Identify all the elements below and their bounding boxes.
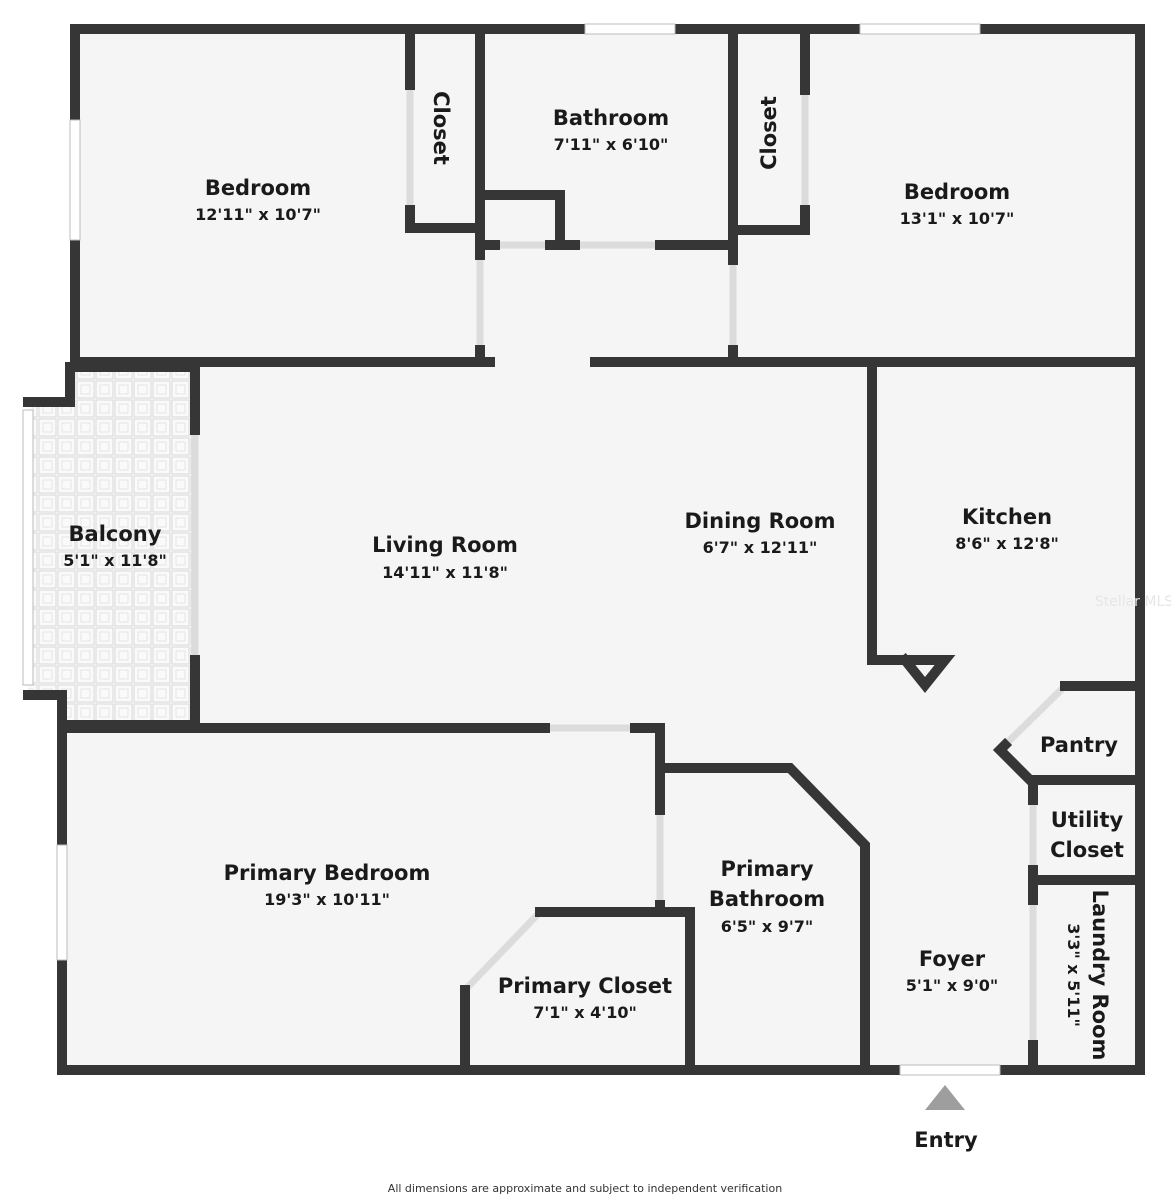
utility-closet-label-1: Utility [1051,808,1124,832]
primary-closet-label: Primary Closet [498,974,672,998]
utility-closet-label-2: Closet [1050,838,1124,862]
walls [23,24,1145,1075]
bedroom-2-dim: 13'1" x 10'7" [900,209,1015,228]
laundry-room-label: Laundry Room [1088,890,1112,1061]
balcony-tile-floor [28,367,195,725]
kitchen-dim: 8'6" x 12'8" [955,534,1059,553]
bedroom-1-dim: 12'11" x 10'7" [195,205,321,224]
primary-bathroom-dim: 6'5" x 9'7" [721,917,813,936]
entry-label: Entry [914,1128,978,1152]
foyer-label: Foyer [919,947,986,971]
bedroom-2-label: Bedroom [904,180,1010,204]
disclaimer: All dimensions are approximate and subje… [388,1182,782,1195]
closet-1-label: Closet [429,91,453,165]
bathroom-label: Bathroom [553,106,669,130]
laundry-room-dim: 3'3" x 5'11" [1064,923,1083,1027]
bathroom-dim: 7'11" x 6'10" [554,135,669,154]
living-room-label: Living Room [372,533,518,557]
watermark: Stellar MLS [1095,594,1171,610]
dining-room-dim: 6'7" x 12'11" [703,538,818,557]
windows [22,23,1001,1076]
primary-bathroom-label-1: Primary [720,857,813,881]
primary-bedroom-dim: 19'3" x 10'11" [264,890,390,909]
balcony-label: Balcony [69,522,162,546]
primary-closet-dim: 7'1" x 4'10" [533,1003,637,1022]
dining-room-label: Dining Room [685,509,836,533]
primary-bedroom-label: Primary Bedroom [224,861,431,885]
pantry-label: Pantry [1040,733,1118,757]
foyer-dim: 5'1" x 9'0" [906,976,998,995]
bedroom-1-label: Bedroom [205,176,311,200]
entry-arrow-icon [925,1085,965,1110]
primary-bathroom-label-2: Bathroom [709,887,825,911]
kitchen-label: Kitchen [962,505,1052,529]
balcony-dim: 5'1" x 11'8" [63,551,167,570]
floor-area [28,29,1140,1070]
living-room-dim: 14'11" x 11'8" [382,563,508,582]
closet-2-label: Closet [757,96,781,170]
